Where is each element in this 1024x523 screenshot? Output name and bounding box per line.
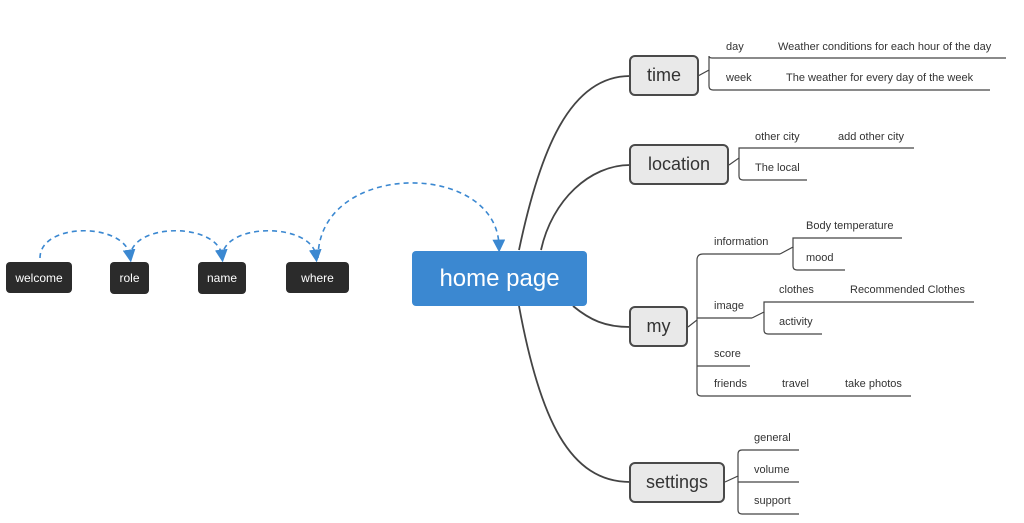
- welcome-node[interactable]: welcome: [6, 262, 72, 293]
- time-day-desc[interactable]: Weather conditions for each hour of the …: [778, 41, 992, 53]
- settings-volume[interactable]: volume: [754, 464, 790, 476]
- location-add-other-city[interactable]: add other city: [838, 131, 905, 143]
- role-label: role: [119, 271, 140, 285]
- time-week[interactable]: week: [726, 72, 752, 84]
- role-node[interactable]: role: [110, 262, 149, 294]
- arrow-welcome-role: [39, 230, 136, 263]
- location-title: location: [647, 154, 711, 174]
- my-mood[interactable]: mood: [806, 252, 834, 264]
- my-image[interactable]: image: [714, 300, 744, 312]
- my-travel[interactable]: travel: [782, 378, 809, 390]
- welcome-label: welcome: [15, 270, 63, 285]
- time-week-desc[interactable]: The weather for every day of the week: [786, 72, 974, 84]
- name-label: name: [206, 271, 238, 285]
- settings-support[interactable]: support: [754, 495, 791, 507]
- location-node[interactable]: location: [629, 144, 729, 185]
- arrow-role-name: [129, 230, 228, 263]
- name-node[interactable]: name: [198, 262, 246, 294]
- time-day[interactable]: day: [726, 41, 744, 53]
- my-score[interactable]: score: [714, 348, 741, 360]
- my-take-photos[interactable]: take photos: [845, 378, 902, 390]
- where-label: where: [301, 270, 334, 285]
- my-body-temperature[interactable]: Body temperature: [806, 220, 894, 232]
- arrow-name-where: [221, 230, 322, 263]
- home-page-node[interactable]: home page: [412, 251, 587, 306]
- settings-title: settings: [645, 472, 709, 492]
- settings-general[interactable]: general: [754, 432, 791, 444]
- location-other-city[interactable]: other city: [755, 131, 800, 143]
- my-information[interactable]: information: [714, 236, 769, 248]
- home-page-label: home page: [439, 264, 560, 292]
- flow-arrows: [39, 182, 506, 263]
- my-clothes[interactable]: clothes: [779, 284, 814, 296]
- my-activity[interactable]: activity: [779, 316, 813, 328]
- my-title: my: [646, 316, 671, 336]
- settings-node[interactable]: settings: [629, 462, 725, 503]
- sub-branches: [687, 55, 1006, 515]
- root-branches: [518, 75, 631, 483]
- my-friends[interactable]: friends: [714, 378, 748, 390]
- time-title: time: [646, 65, 681, 85]
- where-node[interactable]: where: [286, 262, 349, 293]
- my-node[interactable]: my: [629, 306, 688, 347]
- my-recommended-clothes[interactable]: Recommended Clothes: [850, 284, 965, 296]
- location-local[interactable]: The local: [755, 162, 800, 174]
- arrow-where-home: [317, 182, 506, 259]
- time-node[interactable]: time: [629, 55, 699, 96]
